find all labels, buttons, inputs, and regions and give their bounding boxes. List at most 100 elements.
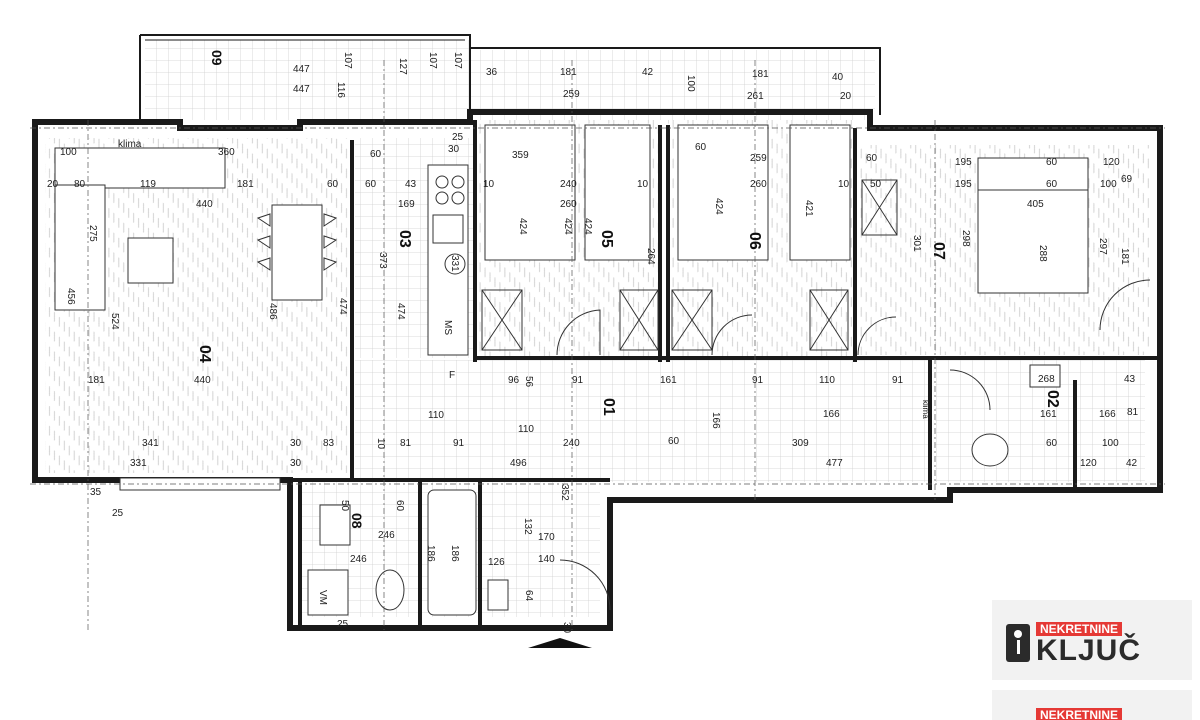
dimension-label: 126 bbox=[488, 557, 505, 568]
dimension-label: 169 bbox=[398, 199, 415, 210]
dimension-label: 264 bbox=[645, 248, 656, 265]
dimension-label: 96 bbox=[508, 375, 520, 386]
dimension-label: 30 bbox=[290, 458, 302, 469]
room-number-06: 06 bbox=[746, 232, 763, 250]
brand-logo-repeat: NEKRETNINE bbox=[992, 690, 1192, 720]
dimension-label: 341 bbox=[142, 438, 159, 449]
dimension-label: 170 bbox=[538, 532, 555, 543]
dimension-label: 275 bbox=[87, 225, 98, 242]
dimension-label: 352 bbox=[559, 484, 570, 501]
dimension-label: 30 bbox=[448, 144, 460, 155]
dimension-label: 456 bbox=[65, 288, 76, 305]
f-label: F bbox=[449, 370, 455, 381]
dimension-label: 421 bbox=[803, 200, 814, 217]
dimension-label: 10 bbox=[483, 179, 495, 190]
dimension-label: 25 bbox=[112, 508, 124, 519]
dimension-label: 166 bbox=[1099, 409, 1116, 420]
dimension-label: 132 bbox=[522, 518, 533, 535]
room-number-01: 01 bbox=[600, 398, 617, 416]
dimension-label: 181 bbox=[560, 67, 577, 78]
dimension-label: 331 bbox=[449, 255, 460, 272]
dimension-label: 110 bbox=[819, 375, 835, 386]
furniture-living bbox=[54, 147, 323, 491]
dining-chairs bbox=[256, 213, 338, 271]
dimension-label: 268 bbox=[1038, 374, 1055, 385]
door-swings bbox=[556, 279, 1151, 611]
dimension-label: 60 bbox=[327, 179, 339, 190]
dimension-label: 10 bbox=[637, 179, 649, 190]
entrance-arrow bbox=[528, 638, 592, 648]
dimension-label: 166 bbox=[710, 412, 721, 429]
klima-label: klima bbox=[921, 400, 930, 419]
dimension-label: 486 bbox=[267, 303, 278, 320]
dimension-label: 360 bbox=[218, 147, 235, 158]
dimension-label: 60 bbox=[365, 179, 377, 190]
dimension-label: 20 bbox=[840, 91, 852, 102]
dimension-label: 42 bbox=[1126, 458, 1138, 469]
dimension-label: 181 bbox=[752, 69, 769, 80]
dimension-label: 166 bbox=[823, 409, 840, 420]
dimension-label: 297 bbox=[1097, 238, 1108, 255]
dimension-label: 127 bbox=[397, 58, 408, 75]
brand-logo-inner: NEKRETNINE KLJUČ bbox=[1006, 616, 1176, 667]
floor-balcony bbox=[475, 50, 875, 120]
dimension-label: 240 bbox=[563, 438, 580, 449]
dimension-label: 195 bbox=[955, 157, 972, 168]
dimension-label: 424 bbox=[713, 198, 724, 215]
dimension-label: 60 bbox=[1046, 157, 1058, 168]
beds bbox=[484, 124, 1089, 294]
dimension-label: 120 bbox=[1103, 157, 1120, 168]
dimension-label: 60 bbox=[394, 500, 405, 512]
kitchen-counter bbox=[427, 164, 469, 356]
room-number-04: 04 bbox=[196, 345, 213, 363]
dimension-label: 181 bbox=[237, 179, 254, 190]
dimension-label: 43 bbox=[405, 179, 417, 190]
dimension-label: 140 bbox=[538, 554, 555, 565]
dimension-label: 373 bbox=[377, 252, 388, 269]
brand-line-1-repeat: NEKRETNINE bbox=[1036, 708, 1123, 720]
klima-label: klima bbox=[118, 139, 142, 150]
dimension-label: 246 bbox=[378, 530, 395, 541]
dimension-label: 119 bbox=[140, 179, 156, 190]
dimension-label: 107 bbox=[342, 52, 353, 69]
dimension-label: 474 bbox=[337, 298, 348, 315]
dimension-label: 10 bbox=[375, 438, 386, 450]
dimension-label: 100 bbox=[60, 147, 77, 158]
dimension-label: 60 bbox=[866, 153, 878, 164]
dimension-label: 405 bbox=[1027, 199, 1044, 210]
dimension-label: 186 bbox=[449, 545, 460, 562]
dimension-label: 240 bbox=[560, 179, 577, 190]
floor-terrace bbox=[145, 40, 475, 120]
dimension-label: 110 bbox=[518, 424, 534, 435]
dimension-label: 424 bbox=[562, 218, 573, 235]
dimension-label: 80 bbox=[74, 179, 86, 190]
dimension-label: 477 bbox=[826, 458, 843, 469]
dimension-label: 260 bbox=[560, 199, 577, 210]
dimension-label: 424 bbox=[582, 218, 593, 235]
dimension-label: 30 bbox=[290, 438, 302, 449]
dimension-label: 83 bbox=[323, 438, 335, 449]
dimension-label: 43 bbox=[1124, 374, 1136, 385]
dimension-label: 288 bbox=[1037, 245, 1048, 262]
dimension-label: 181 bbox=[1119, 248, 1130, 265]
dimension-label: 309 bbox=[792, 438, 809, 449]
dimension-label: 260 bbox=[750, 179, 767, 190]
dimension-label: 120 bbox=[1080, 458, 1097, 469]
dimension-label: 50 bbox=[339, 500, 350, 512]
brand-logo: NEKRETNINE KLJUČ bbox=[992, 600, 1192, 680]
dimension-label: 331 bbox=[130, 458, 147, 469]
dimension-label: 81 bbox=[400, 438, 412, 449]
dimension-label: 186 bbox=[425, 545, 436, 562]
dimension-label: 91 bbox=[453, 438, 465, 449]
dimension-label: 195 bbox=[955, 179, 972, 190]
dimension-label: 69 bbox=[1121, 174, 1133, 185]
axis-lines bbox=[30, 60, 1165, 630]
dimension-label: 447 bbox=[293, 84, 310, 95]
dimension-label: 56 bbox=[523, 376, 534, 388]
dimension-label: 261 bbox=[747, 91, 764, 102]
dimension-label: 447 bbox=[293, 64, 310, 75]
dimension-label: 301 bbox=[911, 235, 922, 252]
dimension-label: 161 bbox=[660, 375, 677, 386]
room-number-07: 07 bbox=[930, 242, 947, 260]
dimension-label: 100 bbox=[1100, 179, 1117, 190]
